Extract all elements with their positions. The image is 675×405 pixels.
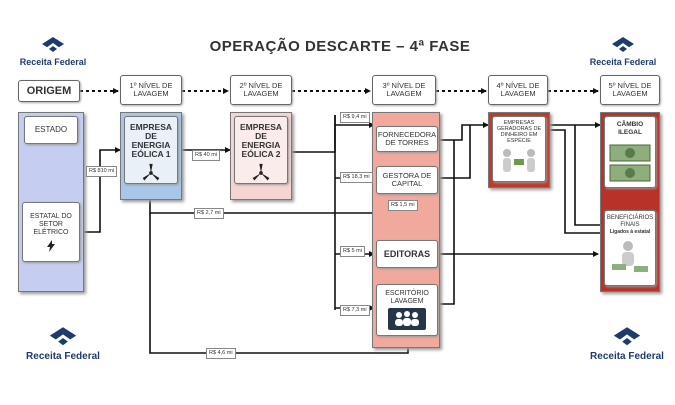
arrow-gestora-right bbox=[440, 125, 471, 179]
amount-label-94: R$ 9,4 mi bbox=[340, 112, 370, 123]
level-3-header: 3º NÍVEL DE LAVAGEM bbox=[372, 75, 436, 105]
node-beneficiarios-sub: Ligados à estatal bbox=[609, 229, 651, 235]
receita-logo-bottom-left: Receita Federal bbox=[18, 326, 108, 362]
node-gestora: GESTORA DE CAPITAL bbox=[376, 166, 438, 194]
level-1-header: 1º NÍVEL DE LAVAGEM bbox=[120, 75, 182, 105]
node-estatal-label: ESTATAL DO SETOR ELÉTRICO bbox=[30, 212, 72, 236]
node-geradoras: EMPRESAS GERADORAS DE DINHEIRO EM ESPÉCI… bbox=[492, 116, 546, 182]
node-estatal: ESTATAL DO SETOR ELÉTRICO bbox=[22, 202, 80, 262]
node-beneficiarios: BENEFICIÁRIOS FINAIS Ligados à estatal bbox=[604, 210, 656, 286]
arrow-escritorio-right bbox=[440, 140, 455, 305]
origem-header: ORIGEM bbox=[18, 80, 80, 102]
node-cambio: CÂMBIO ILEGAL bbox=[604, 116, 656, 188]
receita-logo-bottom-right: Receita Federal bbox=[582, 326, 672, 362]
node-cambio-label: CÂMBIO ILEGAL bbox=[616, 121, 644, 136]
people-group-icon bbox=[388, 308, 426, 330]
logo-text: Receita Federal bbox=[590, 351, 664, 362]
receita-emblem-icon bbox=[49, 327, 77, 347]
receita-emblem-icon bbox=[612, 37, 634, 53]
receita-emblem-icon bbox=[42, 37, 64, 53]
node-eolica-2: EMPRESA DE ENERGIA EÓLICA 2 bbox=[234, 116, 288, 184]
wind-turbine-icon bbox=[142, 163, 160, 181]
node-beneficiarios-label: BENEFICIÁRIOS FINAIS bbox=[606, 215, 654, 228]
node-escritorio-label: ESCRITÓRIO LAVAGEM bbox=[385, 290, 429, 305]
receita-logo-top-left: Receita Federal bbox=[8, 36, 98, 67]
lightning-icon bbox=[47, 239, 55, 252]
logo-text: Receita Federal bbox=[26, 351, 100, 362]
node-eolica-1-label: EMPRESA DE ENERGIA EÓLICA 1 bbox=[129, 122, 173, 159]
arrow-estatal-eolica1 bbox=[82, 147, 121, 233]
level-5-header: 5º NÍVEL DE LAVAGEM bbox=[600, 75, 660, 105]
receita-logo-top-right: Receita Federal bbox=[578, 36, 668, 67]
arrow-eolica1-bottom-46 bbox=[149, 213, 411, 354]
arrow-geradoras-beneficiarios-2 bbox=[574, 125, 606, 228]
arrow-geradoras-beneficiarios bbox=[550, 129, 606, 236]
amount-label-5: R$ 5 mi bbox=[340, 246, 365, 257]
logo-text: Receita Federal bbox=[589, 57, 657, 67]
arrow-eolica2-level3 bbox=[292, 115, 336, 153]
dollar-bills-icon bbox=[609, 144, 651, 182]
amount-label-27: R$ 2,7 mi bbox=[194, 208, 224, 219]
amount-label-15: R$ 1,5 mi bbox=[388, 200, 418, 211]
wind-turbine-icon bbox=[252, 163, 270, 181]
node-eolica-2-label: EMPRESA DE ENERGIA EÓLICA 2 bbox=[239, 122, 283, 159]
people-icon bbox=[395, 311, 419, 326]
receita-emblem-icon bbox=[613, 327, 641, 347]
amount-label-183: R$ 18,3 mi bbox=[340, 172, 373, 183]
level-2-header: 2º NÍVEL DE LAVAGEM bbox=[230, 75, 292, 105]
node-editoras: EDITORAS bbox=[376, 240, 438, 268]
node-estado: ESTADO bbox=[24, 116, 78, 144]
arrow-fornecedora-geradoras bbox=[440, 122, 489, 141]
amount-label-810: R$ 810 mi bbox=[86, 166, 118, 177]
cash-handover-icon bbox=[503, 149, 535, 172]
node-escritorio: ESCRITÓRIO LAVAGEM bbox=[376, 284, 438, 336]
money-person-icon bbox=[612, 241, 648, 272]
level-4-header: 4º NÍVEL DE LAVAGEM bbox=[488, 75, 548, 105]
logo-text: Receita Federal bbox=[19, 57, 87, 67]
node-geradoras-label: EMPRESAS GERADORAS DE DINHEIRO EM ESPÉCI… bbox=[496, 120, 542, 144]
amount-label-46: R$ 4,6 mi bbox=[206, 348, 236, 359]
amount-label-40: R$ 40 mi bbox=[192, 150, 221, 161]
amount-label-73: R$ 7,3 mi bbox=[340, 305, 370, 316]
diagram-title: OPERAÇÃO DESCARTE – 4ª FASE bbox=[209, 38, 471, 55]
node-fornecedora: FORNECEDORA DE TORRES bbox=[376, 126, 438, 152]
node-eolica-1: EMPRESA DE ENERGIA EÓLICA 1 bbox=[124, 116, 178, 184]
